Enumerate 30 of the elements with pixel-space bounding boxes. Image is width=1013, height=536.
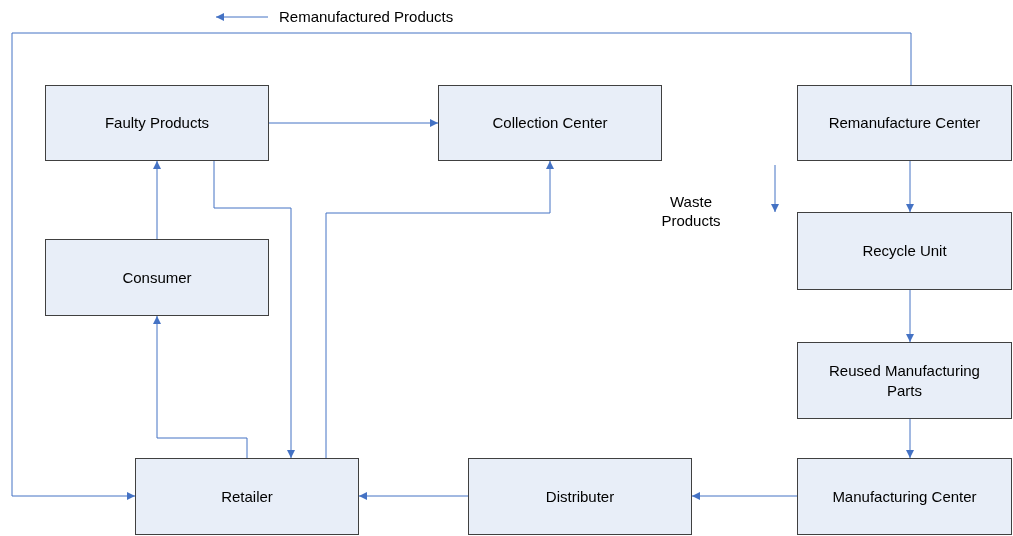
process-box [468, 458, 692, 535]
arrow [358, 492, 469, 500]
box-label: Collection Center [492, 113, 608, 133]
process-box [797, 212, 1012, 290]
process-box [438, 85, 662, 161]
box-label: Consumer [122, 267, 192, 288]
box-label: Faulty Products [104, 113, 210, 133]
arrow [906, 160, 914, 213]
arrow [153, 315, 248, 459]
arrow [11, 32, 912, 500]
box-label: Manufacturing Center [832, 486, 977, 507]
box-label: Distributer [545, 486, 615, 507]
box-label: Recycle Unit [862, 241, 947, 261]
box-label: Reused Manufacturing Parts [828, 360, 981, 401]
process-box [45, 239, 269, 316]
process-box [135, 458, 359, 535]
flow-label: Waste Products [660, 192, 722, 230]
process-box [797, 458, 1012, 535]
process-box [797, 85, 1012, 161]
arrow [906, 418, 914, 459]
arrow [153, 160, 161, 240]
box-label: Retailer [221, 486, 273, 507]
process-box [45, 85, 269, 161]
arrow [268, 119, 439, 127]
arrow [906, 289, 914, 343]
process-box [797, 342, 1012, 419]
box-label: Remanufacture Center [828, 113, 981, 133]
arrow [691, 492, 798, 500]
arrow [213, 160, 295, 459]
arrow [325, 160, 554, 459]
